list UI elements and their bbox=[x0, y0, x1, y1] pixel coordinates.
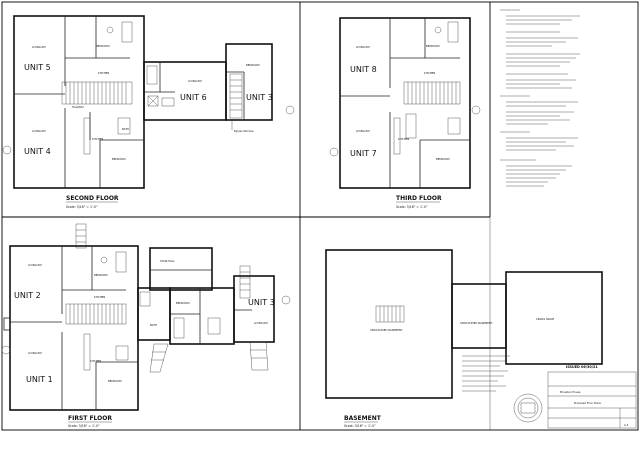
title-block: ISSUED 06/30/21 McLellan House Proposed … bbox=[513, 365, 637, 429]
room-label-kitchen: KITCHEN bbox=[90, 359, 101, 363]
room-label-kitchen: KITCHEN bbox=[424, 71, 435, 75]
unit-2-label: UNIT 2 bbox=[14, 291, 41, 300]
room-label-living: LIVING RM bbox=[356, 129, 370, 133]
unit-3-label-first: UNIT 3 bbox=[248, 298, 275, 307]
room-label-bath: BATH bbox=[122, 127, 129, 131]
room-label-bedroom: BEDROOM bbox=[246, 63, 260, 67]
room-label-living: LIVING RM bbox=[28, 263, 42, 267]
first-floor-scale: Scale: 3/16" = 1'-0" bbox=[68, 424, 100, 428]
third-floor-plan: UNIT 8 UNIT 7 LIVING RM LIVING RM BEDROO… bbox=[329, 17, 481, 209]
unit-8-label: UNIT 8 bbox=[350, 65, 377, 74]
unit-1-label: UNIT 1 bbox=[26, 375, 53, 384]
sheet-number: A-3 bbox=[624, 423, 629, 427]
second-floor-scale: Scale: 3/16" = 1'-0" bbox=[66, 205, 98, 209]
room-label-bedroom: BEDROOM bbox=[112, 157, 126, 161]
egress-window-note: Egress Window bbox=[234, 129, 255, 133]
room-label-living: LIVING RM bbox=[32, 129, 46, 133]
room-label-kitchen: KITCHEN bbox=[398, 137, 409, 141]
room-label-hallway: HALLWAY bbox=[72, 105, 84, 109]
room-label-kitchen: KITCHEN bbox=[92, 137, 103, 141]
unit-4-label: UNIT 4 bbox=[24, 147, 51, 156]
second-floor-plan: UNIT 5 UNIT 4 UNIT 6 UNIT 3 LIVING RM LI… bbox=[2, 15, 295, 209]
unit-5-label: UNIT 5 bbox=[24, 63, 51, 72]
basement-scale: Scale: 3/16" = 1'-0" bbox=[344, 424, 376, 428]
unit-3-label: UNIT 3 bbox=[246, 93, 273, 102]
architect-stamp bbox=[513, 393, 543, 423]
room-label-living: LIVING RM bbox=[356, 45, 370, 49]
room-label-kitchen: KITCHEN bbox=[94, 295, 105, 299]
room-label-bedroom: BEDROOM bbox=[176, 301, 190, 305]
room-label-bedroom: BEDROOM bbox=[94, 273, 108, 277]
room-label-bath: BATH bbox=[150, 323, 157, 327]
unit-6-label: UNIT 6 bbox=[180, 93, 207, 102]
third-floor-scale: Scale: 3/16" = 1'-0" bbox=[396, 205, 428, 209]
third-floor-title: THIRD FLOOR bbox=[396, 195, 442, 202]
room-label-bedroom: BEDROOM bbox=[96, 44, 110, 48]
project-name: McLellan House bbox=[560, 390, 581, 394]
room-label-living: LIVING RM bbox=[28, 351, 42, 355]
issued-date: ISSUED 06/30/21 bbox=[566, 365, 598, 369]
basement-room-crawl-space: CRAWL SPACE bbox=[536, 317, 555, 321]
basement-plan: UNOCCUPIED BASEMENT UNOCCUPIED BASEMENT … bbox=[325, 249, 603, 428]
sheet-border bbox=[1, 1, 639, 431]
room-label-living: LIVING RM bbox=[254, 321, 268, 325]
room-label-bedroom: BEDROOM bbox=[108, 379, 122, 383]
basement-room-unoccupied-2: UNOCCUPIED BASEMENT bbox=[460, 321, 493, 325]
room-label-living: LIVING RM bbox=[188, 79, 202, 83]
drawing-name: Proposed Floor Plans bbox=[574, 401, 602, 405]
room-label-stairhall: STAIR HALL bbox=[160, 259, 175, 263]
second-floor-title: SECOND FLOOR bbox=[66, 195, 119, 202]
first-floor-plan: UNIT 2 UNIT 1 UNIT 3 LIVING RM LIVING RM… bbox=[1, 223, 291, 428]
general-notes bbox=[500, 9, 580, 187]
basement-title: BASEMENT bbox=[344, 415, 382, 422]
basement-room-unoccupied-1: UNOCCUPIED BASEMENT bbox=[370, 328, 403, 332]
first-floor-title: FIRST FLOOR bbox=[68, 415, 112, 422]
room-label-living: LIVING RM bbox=[32, 45, 46, 49]
room-label-bedroom: BEDROOM bbox=[436, 157, 450, 161]
room-label-kitchen: KITCHEN bbox=[98, 71, 109, 75]
unit-7-label: UNIT 7 bbox=[350, 149, 377, 158]
room-label-bedroom: BEDROOM bbox=[426, 44, 440, 48]
